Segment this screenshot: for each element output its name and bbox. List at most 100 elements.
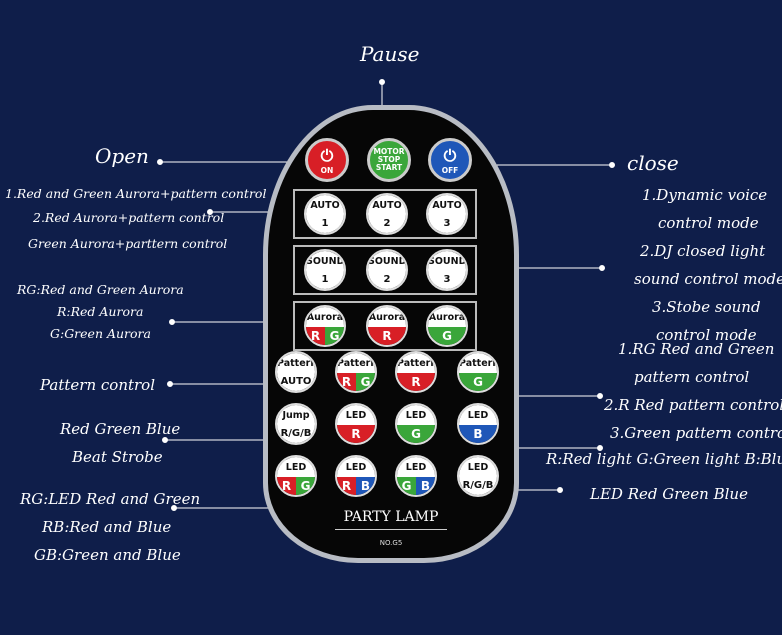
aurora-desc-1: RG:Red and Green Aurora	[17, 282, 184, 297]
led-single-desc: R:Red light G:Green light B:Blue	[546, 450, 782, 468]
auto-group	[293, 189, 477, 239]
led-combo-1-button-part: R	[277, 476, 296, 495]
stop-text: STOP	[377, 155, 401, 164]
auto-desc-1: 1.Red and Green Aurora+pattern control	[5, 186, 267, 201]
brand-text: PARTY LAMP	[343, 509, 439, 525]
aurora-3-button-bottom: G	[428, 326, 466, 345]
motor-text: MOTOR	[373, 147, 405, 156]
auto-desc-2: 2.Red Aurora+pattern control	[33, 210, 225, 225]
pattern-auto-button-bottom: AUTO	[277, 372, 315, 391]
aurora-group	[293, 301, 477, 351]
led-combo-3-button-top-label: LED	[397, 457, 435, 477]
jump-desc-1: Red Green Blue	[60, 420, 181, 438]
auto-3-button-bottom: 3	[428, 214, 466, 233]
led-combo-3-button-part: B	[416, 476, 435, 495]
jump-desc-2: Beat Strobe	[72, 448, 163, 466]
led-single-3-button-part: B	[459, 424, 497, 443]
aurora-2-button-top-label: Aurora	[368, 307, 406, 327]
led-combo-desc-3: GB:Green and Blue	[34, 546, 181, 564]
auto-2-button-sub: 2	[368, 214, 406, 233]
led-single-1-button-part: R	[337, 424, 375, 443]
sound-2-button-bottom: 2	[368, 270, 406, 289]
power-on-text: ON	[320, 166, 334, 175]
auto-3-button-top-label: AUTO	[428, 195, 466, 215]
pattern-desc-4: 3.Green pattern control	[610, 424, 782, 442]
power-on-button[interactable]: ⏻ ON	[305, 138, 349, 182]
jump-rgb-button-bottom: R/G/B	[277, 424, 315, 443]
sound-3-button-top-label: SOUND	[428, 251, 466, 271]
pattern-1-button-part: R	[337, 372, 356, 391]
auto-2-button-top-label: AUTO	[368, 195, 406, 215]
sound-2-button-top-label: SOUND	[368, 251, 406, 271]
open-label: Open	[95, 144, 149, 168]
sound-desc-5: 3.Stobe sound	[652, 298, 761, 316]
brand-underline	[335, 529, 447, 530]
led-rgb-button-bottom: R/G/B	[459, 476, 497, 495]
power-off-text: OFF	[441, 166, 459, 175]
aurora-desc-2: R:Red Aurora	[57, 304, 144, 319]
led-single-2-button-bottom: G	[397, 424, 435, 443]
led-combo-2-button-top-label: LED	[337, 457, 375, 477]
auto-1-button-bottom: 1	[306, 214, 344, 233]
led-single-2-button-top-label: LED	[397, 405, 435, 425]
sound-1-button-bottom: 1	[306, 270, 344, 289]
pattern-1-button-top-label: Pattern	[337, 353, 375, 373]
aurora-desc-3: G:Green Aurora	[50, 326, 151, 341]
led-single-1-button-bottom: R	[337, 424, 375, 443]
led-combo-1-button-part: G	[296, 476, 315, 495]
led-rgb-button-top-label: LED	[459, 457, 497, 477]
sound-1-button-sub: 1	[306, 270, 344, 289]
pattern-auto-button-top-label: Pattern	[277, 353, 315, 373]
auto-1-button-top-label: AUTO	[306, 195, 344, 215]
pattern-3-button-top-label: Pattern	[459, 353, 497, 373]
sound-desc-2: control mode	[658, 214, 759, 232]
pattern-desc-1: 1.RG Red and Green	[618, 340, 775, 358]
aurora-1-button-part: G	[325, 326, 344, 345]
aurora-2-button-part: R	[368, 326, 406, 345]
sound-3-button-sub: 3	[428, 270, 466, 289]
pattern-desc-2: pattern control	[634, 368, 750, 386]
sound-1-button-top-label: SOUND	[306, 251, 344, 271]
sound-3-button-bottom: 3	[428, 270, 466, 289]
auto-desc-3: Green Aurora+parttern control	[28, 236, 228, 251]
aurora-1-button-part: R	[306, 326, 325, 345]
start-text: START	[375, 163, 403, 172]
pause-label: Pause	[360, 42, 420, 66]
jump-rgb-button-sub: R/G/B	[277, 424, 315, 443]
motor-button[interactable]: MOTOR STOP START	[367, 138, 411, 182]
led-combo-desc-2: RB:Red and Blue	[42, 518, 172, 536]
sound-group	[293, 245, 477, 295]
sound-desc-6: control mode	[656, 326, 757, 344]
sound-desc-1: 1.Dynamic voice	[642, 186, 768, 204]
power-off-button[interactable]: ⏻ OFF	[428, 138, 472, 182]
auto-3-button-sub: 3	[428, 214, 466, 233]
sound-2-button-sub: 2	[368, 270, 406, 289]
auto-2-button-bottom: 2	[368, 214, 406, 233]
